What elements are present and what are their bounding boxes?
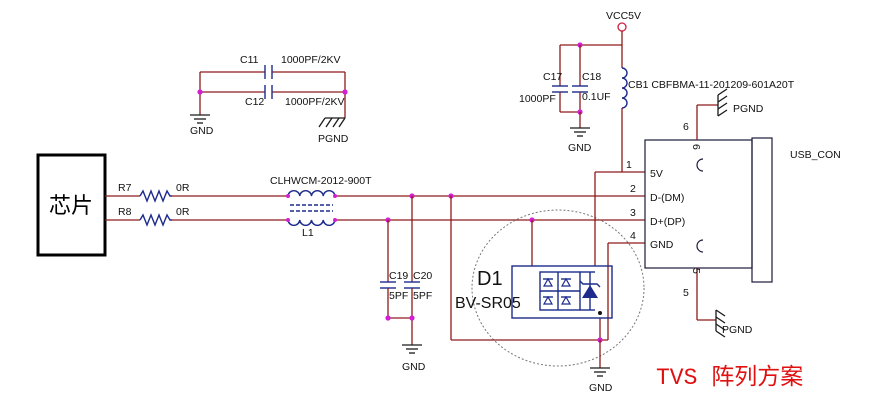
c17-ref: C17: [543, 71, 562, 83]
d1-part: BV-SR05: [455, 295, 521, 312]
c12-value: 1000PF/2KV: [285, 96, 345, 108]
c18-ref: C18: [582, 71, 601, 83]
gnd-label-c11: GND: [190, 125, 214, 137]
junction-dot: [333, 194, 337, 198]
vcc-section: VCC5V GND C17 C18 1000PF 0.1UF: [519, 10, 795, 172]
shield-pin-5-inner: 5: [690, 268, 702, 274]
pgnd-label-bottom: PGND: [722, 324, 753, 336]
c18-value: 0.1UF: [582, 91, 611, 103]
pgnd-symbol: [318, 117, 346, 128]
c20-ref: C20: [413, 270, 432, 282]
tvs-d1-section: GND D1 BV-SR05: [450, 172, 645, 394]
c20-value: 5PF: [413, 290, 432, 302]
d1-ref: D1: [477, 268, 503, 290]
junction-dot: [333, 218, 337, 222]
junction-dot: [286, 194, 290, 198]
l1-ref: L1: [302, 227, 314, 239]
pgnd-label-c12: PGND: [318, 133, 349, 145]
gnd-label-c17: GND: [568, 142, 592, 154]
c19-c20-section: GND C19 C20 5PF 5PF: [380, 196, 432, 373]
shield-pin-6-outer: 6: [683, 121, 689, 133]
gnd-symbol: [570, 127, 590, 137]
c19-value: 5PF: [389, 290, 408, 302]
shield-hole-top: [696, 158, 704, 172]
junction-dot: [385, 315, 391, 321]
pin-number-1: 1: [626, 159, 632, 171]
gnd-label-c19: GND: [402, 361, 426, 373]
ferrite-bead-cb1: [621, 67, 628, 172]
resistor-r8: [139, 213, 172, 227]
r7-ref: R7: [118, 182, 132, 194]
l1-part: CLHWCM-2012-900T: [270, 175, 372, 187]
gnd-symbol: [402, 344, 422, 354]
junction-dot: [286, 218, 290, 222]
shield-pin-5-outer: 5: [683, 287, 689, 299]
common-mode-choke-l1: [286, 190, 337, 226]
usb-connector: 1 5V 2 D-(DM) 3 D+(DP) 4 GND USB_CON 6 6…: [595, 88, 841, 338]
pin-name-3: D+(DP): [650, 216, 685, 228]
data-lines: R7 0R R8 0R CLHWCM-2012-900T L1: [105, 175, 645, 239]
pin-name-1: 5V: [650, 168, 663, 180]
pgnd-label-top: PGND: [733, 103, 764, 115]
c12-ref: C12: [245, 96, 264, 108]
junction-dot: [409, 315, 415, 321]
cb1-label: CB1 CBFBMA-11-201209-601A20T: [628, 79, 795, 91]
junction-dot: [342, 89, 348, 95]
c17-value: 1000PF: [519, 93, 556, 105]
shield-hole-bottom: [696, 239, 704, 253]
pgnd-symbol: [717, 88, 728, 117]
c11-value: 1000PF/2KV: [281, 54, 341, 66]
highlight-circle: [471, 209, 645, 367]
chip-label: 芯片: [49, 194, 93, 219]
gnd-symbol: [190, 114, 210, 124]
r7-value: 0R: [176, 182, 190, 194]
c19-ref: C19: [389, 270, 408, 282]
tvs-array-d1: [511, 265, 613, 319]
c11-c12-section: GND PGND C11 1000PF/2KV C12 1000PF/2KV: [190, 54, 349, 145]
pin-number-4: 4: [630, 230, 636, 242]
diagram-caption: TVS 阵列方案: [656, 364, 803, 391]
c11-ref: C11: [240, 54, 259, 66]
r8-value: 0R: [176, 206, 190, 218]
pgnd-symbol: [715, 309, 726, 338]
vcc-label: VCC5V: [606, 10, 641, 22]
capacitor-c17: [552, 45, 568, 112]
junction-dot: [197, 89, 203, 95]
r8-ref: R8: [118, 206, 132, 218]
pin-number-2: 2: [630, 183, 636, 195]
shield-pin-6-inner: 6: [690, 144, 702, 150]
pin-name-2: D-(DM): [650, 192, 684, 204]
gnd-label-d1: GND: [589, 382, 613, 394]
capacitor-c18: [572, 45, 588, 112]
chip-block: 芯片: [36, 153, 107, 257]
usb-connector-name: USB_CON: [790, 149, 841, 161]
vcc-terminal: [617, 22, 627, 32]
resistor-r7: [139, 189, 172, 203]
gnd-symbol: [590, 367, 610, 377]
pin-name-4: GND: [650, 239, 674, 251]
pin-number-3: 3: [630, 207, 636, 219]
